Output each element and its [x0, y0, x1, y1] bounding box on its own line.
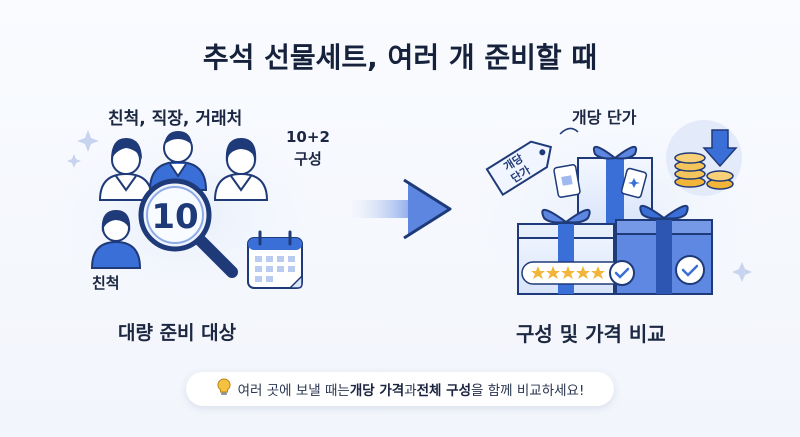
coin-stack-icon [666, 120, 742, 196]
person-icon [213, 138, 269, 201]
unit-price-label: 개당 단가 [572, 108, 637, 127]
count-number: 10+2 [286, 128, 330, 146]
sparkle-icon [67, 130, 752, 282]
check-icon [609, 260, 635, 286]
tip-bold-total: 전체 구성 [416, 383, 472, 399]
price-tag-icon: 개당 단가 [485, 127, 579, 197]
relatives-label: 친척 [92, 274, 120, 292]
svg-text:10: 10 [151, 197, 198, 237]
relations-label: 친척, 직장, 거래처 [108, 109, 243, 129]
compare-caption: 구성 및 가격 비교 [516, 322, 666, 346]
lightbulb-icon [216, 378, 232, 400]
person-icon [90, 210, 142, 269]
bulk-prep-caption: 대량 준비 대상 [118, 322, 237, 344]
tip-text-3: 을 함께 비교하세요! [471, 383, 585, 399]
magnifier-icon: 10 [138, 178, 238, 278]
count-label: 10+2 구성 [286, 126, 330, 170]
check-icon [675, 255, 705, 285]
page-title: 추석 선물세트, 여러 개 준비할 때 [202, 41, 598, 74]
count-unit: 구성 [294, 150, 322, 168]
person-icon [98, 138, 154, 201]
arrow-right-icon [352, 178, 452, 240]
price-tag-icon [553, 164, 648, 199]
tip-bold-unit-price: 개당 가격 [349, 383, 405, 399]
tip-text-1: 여러 곳에 보낼 때는 [237, 383, 350, 399]
calendar-icon [247, 230, 303, 289]
gift-box-icon [577, 146, 653, 229]
down-arrow-icon [702, 129, 738, 168]
tip-text-2: 과 [404, 383, 417, 399]
